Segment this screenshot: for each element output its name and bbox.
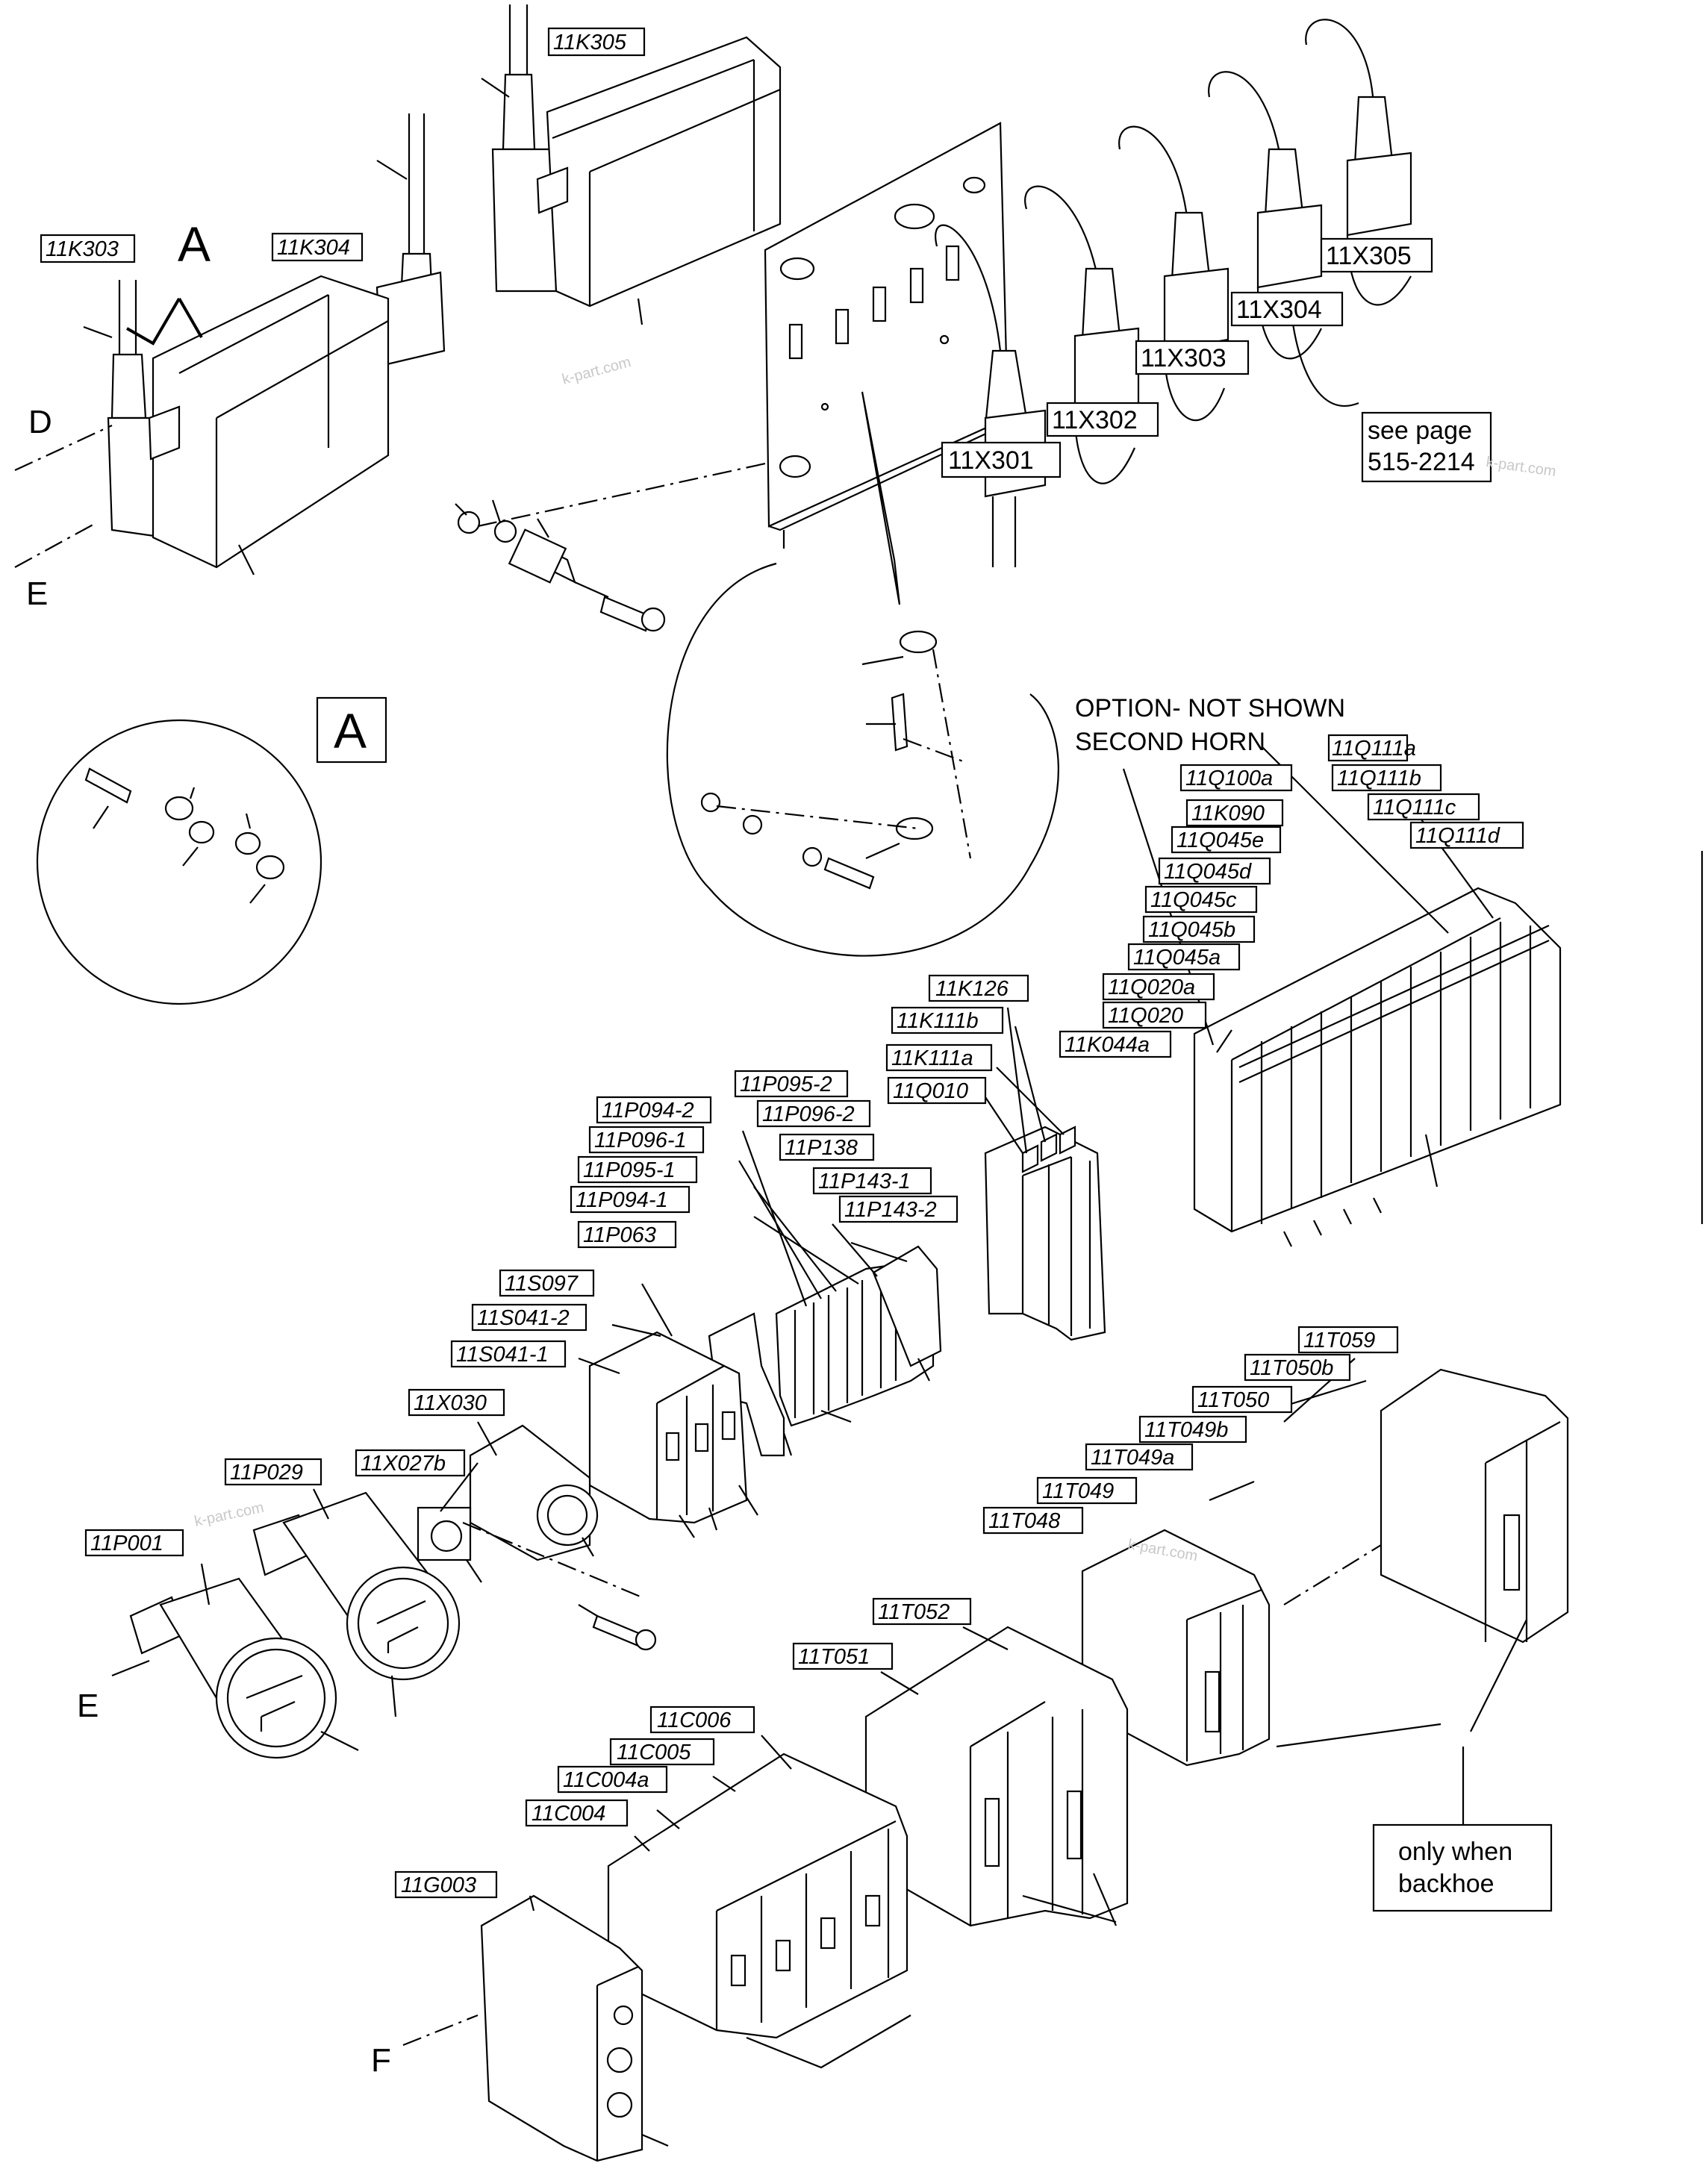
- gauge-11p001: [111, 1577, 359, 1759]
- socket-plug: [417, 1424, 657, 1651]
- callout-11t049[interactable]: 11T049: [1042, 1479, 1114, 1503]
- relay-bank-middle: [984, 1126, 1106, 1341]
- module-11t059: [1380, 1368, 1569, 1644]
- callout-11p096-1[interactable]: 11P096-1: [594, 1129, 687, 1152]
- callout-11t048[interactable]: 11T048: [988, 1509, 1060, 1533]
- callout-11g003[interactable]: 11G003: [401, 1873, 476, 1897]
- note-option-line1: OPTION- NOT SHOWN: [1075, 694, 1345, 723]
- callout-11q111c[interactable]: 11Q111c: [1373, 796, 1456, 820]
- callout-11k305[interactable]: 11K305: [553, 31, 627, 54]
- callout-11q111d[interactable]: 11Q111d: [1415, 824, 1500, 848]
- callout-11q020a[interactable]: 11Q020a: [1108, 976, 1195, 999]
- callout-11t050b[interactable]: 11T050b: [1250, 1356, 1333, 1380]
- callout-11p063[interactable]: 11P063: [583, 1223, 656, 1247]
- callout-11c004[interactable]: 11C004: [532, 1802, 605, 1826]
- callout-11q111b[interactable]: 11Q111b: [1337, 767, 1421, 790]
- callout-11q020[interactable]: 11Q020: [1108, 1004, 1183, 1028]
- callout-11t049b[interactable]: 11T049b: [1144, 1418, 1228, 1442]
- callout-11t050[interactable]: 11T050: [1197, 1388, 1269, 1412]
- callout-11k126[interactable]: 11K126: [935, 977, 1009, 1001]
- connect-letter-f: F: [371, 2042, 391, 2079]
- callout-11p094-1[interactable]: 11P094-1: [576, 1188, 668, 1212]
- relay-bank-right: [1193, 887, 1562, 1247]
- callout-11q010[interactable]: 11Q010: [893, 1079, 968, 1103]
- callout-11c004a[interactable]: 11C004a: [563, 1768, 649, 1792]
- module-11c-group: [607, 1753, 911, 2069]
- callout-11x304[interactable]: 11X304: [1236, 296, 1322, 324]
- callout-11p138[interactable]: 11P138: [785, 1136, 858, 1160]
- switch-block: [588, 1331, 758, 1538]
- callout-labels[interactable]: 11K305 11K303 11K304 11X301 11X302 11X30…: [40, 27, 1524, 1899]
- callout-11k303[interactable]: 11K303: [46, 237, 119, 261]
- callout-11x027b[interactable]: 11X027b: [361, 1452, 446, 1476]
- watermark-2: k-part.com: [1485, 454, 1557, 480]
- callout-11x301[interactable]: 11X301: [948, 446, 1034, 475]
- callout-11p143-2[interactable]: 11P143-2: [844, 1198, 937, 1222]
- callout-11x302[interactable]: 11X302: [1052, 406, 1138, 434]
- module-11t051-group: [864, 1626, 1129, 1927]
- callout-11s041-1[interactable]: 11S041-1: [456, 1343, 549, 1367]
- callout-11q045d[interactable]: 11Q045d: [1164, 860, 1252, 884]
- callout-11p143-1[interactable]: 11P143-1: [818, 1170, 911, 1193]
- terminal-strip: [708, 1245, 942, 1457]
- callout-11x305[interactable]: 11X305: [1326, 242, 1412, 270]
- connect-letter-d: D: [28, 404, 52, 440]
- module-11t048-group: [1081, 1529, 1382, 1767]
- detail-letter-a: A: [334, 703, 367, 758]
- callout-11t059[interactable]: 11T059: [1303, 1329, 1375, 1352]
- callout-11p095-2[interactable]: 11P095-2: [740, 1073, 832, 1096]
- detail-circle-plate: [666, 562, 1059, 957]
- callout-11p001[interactable]: 11P001: [90, 1532, 163, 1555]
- connect-letter-e-top: E: [26, 575, 48, 612]
- fastener-stack: [455, 461, 770, 632]
- callout-11k111a[interactable]: 11K111a: [891, 1046, 973, 1070]
- note-see-page-line2: 515-2214: [1368, 448, 1475, 476]
- callout-11k044a[interactable]: 11K044a: [1065, 1033, 1150, 1057]
- callout-11c006[interactable]: 11C006: [657, 1708, 732, 1732]
- callout-11q045b[interactable]: 11Q045b: [1148, 918, 1235, 942]
- callout-11q100a[interactable]: 11Q100a: [1185, 767, 1273, 790]
- callout-11x030[interactable]: 11X030: [414, 1391, 487, 1415]
- clamp-row: [779, 176, 986, 478]
- watermark-1: k-part.com: [561, 354, 633, 388]
- callout-11q045a[interactable]: 11Q045a: [1133, 946, 1221, 970]
- module-11g003: [402, 1894, 669, 2162]
- callout-11k111b[interactable]: 11K111b: [897, 1009, 979, 1033]
- relay-11k303-11k304: [14, 113, 446, 575]
- callout-11p096-2[interactable]: 11P096-2: [762, 1102, 855, 1126]
- callout-11q045c[interactable]: 11Q045c: [1150, 888, 1237, 912]
- callout-11t051[interactable]: 11T051: [798, 1645, 870, 1669]
- detail-a-circle: [36, 696, 387, 1005]
- backhoe-leaders: [1022, 851, 1704, 1926]
- callout-11k090[interactable]: 11K090: [1191, 802, 1265, 826]
- callout-11t052[interactable]: 11T052: [878, 1600, 950, 1624]
- mounting-plate: [764, 122, 1013, 605]
- note-backhoe-line1: only when: [1398, 1838, 1512, 1866]
- note-backhoe-line2: backhoe: [1398, 1870, 1494, 1898]
- relay-11k305: [481, 4, 782, 325]
- connect-letter-e-bottom: E: [77, 1688, 99, 1724]
- callout-11c005[interactable]: 11C005: [617, 1741, 691, 1764]
- callout-11t049a[interactable]: 11T049a: [1091, 1446, 1174, 1470]
- watermark-3: k-part.com: [193, 1499, 265, 1530]
- note-see-page-line1: see page: [1368, 416, 1472, 445]
- callout-11p029[interactable]: 11P029: [230, 1461, 303, 1485]
- note-option-line2: SECOND HORN: [1075, 728, 1265, 756]
- callout-11k304[interactable]: 11K304: [277, 236, 350, 260]
- callout-11s041-2[interactable]: 11S041-2: [477, 1306, 570, 1330]
- callout-11p095-1[interactable]: 11P095-1: [583, 1158, 676, 1182]
- callout-11s097[interactable]: 11S097: [505, 1272, 579, 1296]
- view-letter-a-arrow: A: [178, 216, 211, 272]
- callout-11x303[interactable]: 11X303: [1141, 344, 1227, 372]
- callout-11q045e[interactable]: 11Q045e: [1176, 828, 1264, 852]
- callout-11p094-2[interactable]: 11P094-2: [602, 1099, 694, 1123]
- gauge-11p029: [252, 1491, 461, 1717]
- callout-11q111a[interactable]: 11Q111a: [1332, 737, 1416, 761]
- view-letters: A A D E E F: [26, 216, 391, 2079]
- notes: see page 515-2214 OPTION- NOT SHOWN SECO…: [1075, 411, 1553, 1912]
